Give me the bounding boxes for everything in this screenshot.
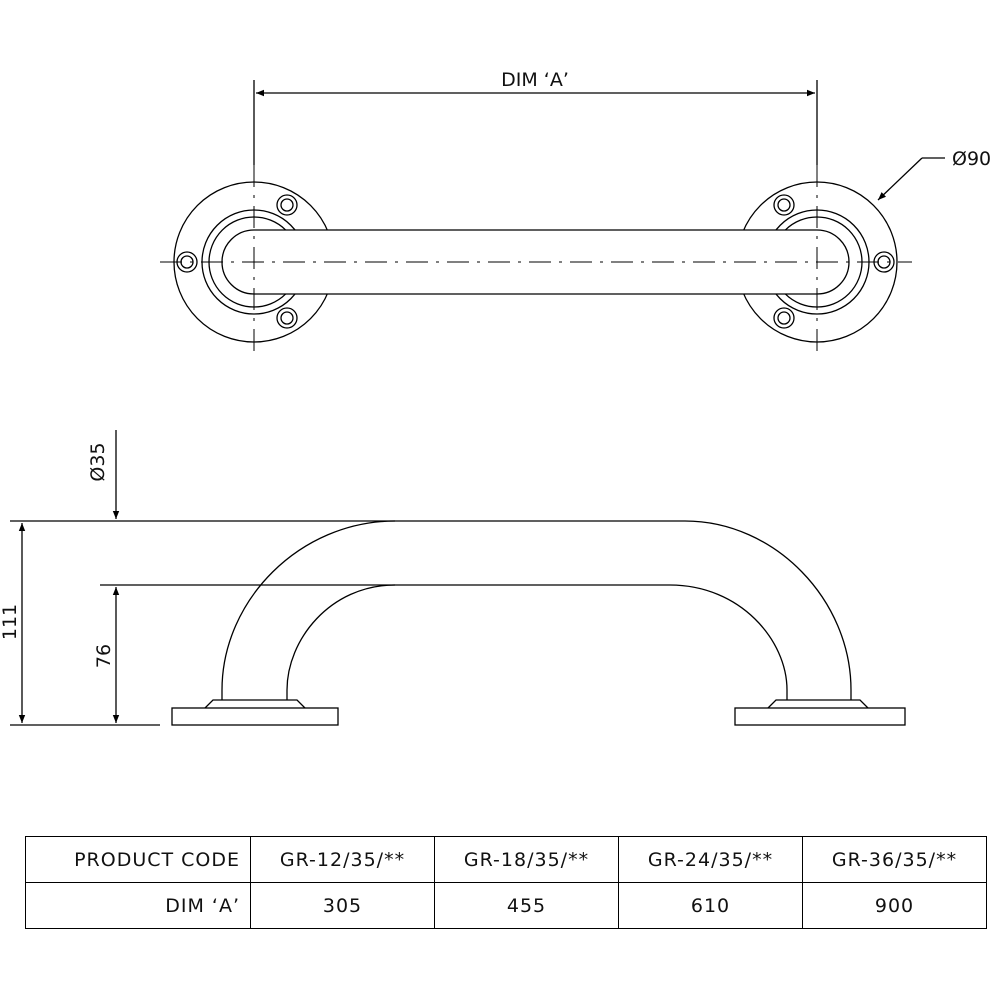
- table-cell: 900: [802, 882, 987, 929]
- dim-a-label: DIM ‘A’: [501, 69, 569, 91]
- dimension-table: PRODUCT CODE GR-12/35/** GR-18/35/** GR-…: [25, 836, 987, 929]
- table-cell: 610: [618, 882, 803, 929]
- header-cell: GR-24/35/**: [618, 836, 803, 883]
- table-cell: 455: [434, 882, 619, 929]
- table-header-row: PRODUCT CODE GR-12/35/** GR-18/35/** GR-…: [25, 836, 987, 883]
- header-cell: PRODUCT CODE: [25, 836, 251, 883]
- height-111-label: 111: [0, 604, 21, 640]
- row-label: DIM ‘A’: [25, 882, 251, 929]
- flange-diameter-label: Ø90: [952, 148, 991, 170]
- plan-view: DIM ‘A’ Ø90: [160, 69, 991, 355]
- height-76-label: 76: [93, 644, 115, 668]
- side-view: 111 76 Ø35: [0, 430, 906, 726]
- tube-diameter-label: Ø35: [87, 442, 109, 481]
- header-cell: GR-36/35/**: [802, 836, 987, 883]
- table-cell: 305: [250, 882, 435, 929]
- table-row: DIM ‘A’ 305 455 610 900: [25, 882, 987, 929]
- header-cell: GR-12/35/**: [250, 836, 435, 883]
- header-cell: GR-18/35/**: [434, 836, 619, 883]
